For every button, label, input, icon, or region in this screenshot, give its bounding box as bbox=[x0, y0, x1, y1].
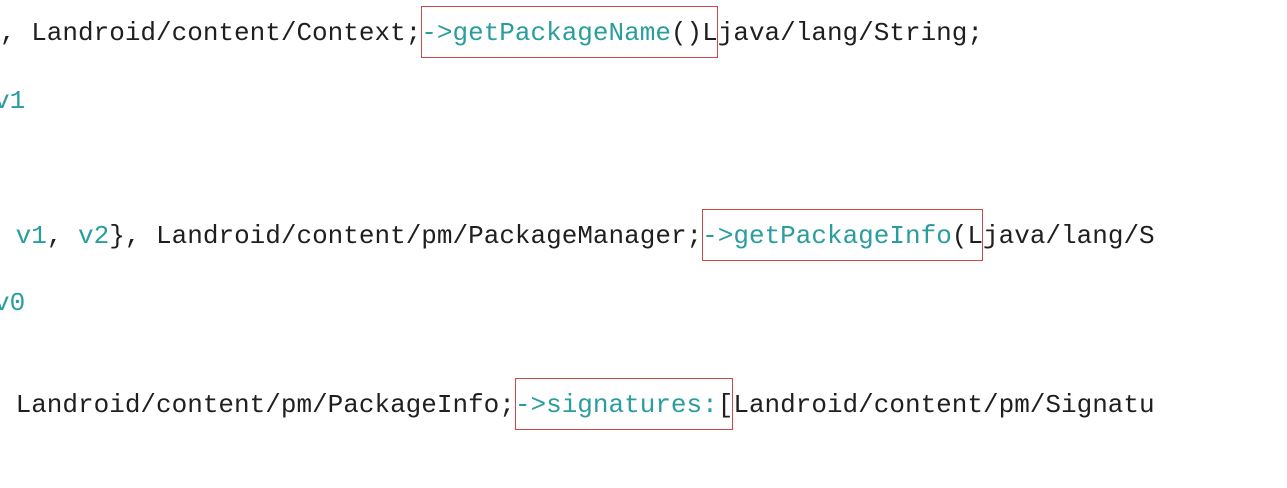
method-getpackageinfo: ->getPackageInfo bbox=[702, 221, 952, 251]
highlight-getpackagename: ->getPackageName()L bbox=[421, 6, 719, 58]
code-line-iget-signatures: Landroid/content/pm/PackageInfo;->signat… bbox=[0, 378, 1155, 430]
code-param-type: java/lang/S bbox=[983, 221, 1155, 251]
highlight-getpackageinfo: ->getPackageInfo(L bbox=[702, 209, 984, 261]
field-signatures: ->signatures: bbox=[514, 390, 718, 420]
code-line-invoke-getpackagename: , Landroid/content/Context;->getPackageN… bbox=[0, 6, 983, 58]
code-return-type: java/lang/String; bbox=[717, 18, 983, 48]
register-v2: v2 bbox=[78, 221, 110, 251]
highlight-signatures: ->signatures:[ bbox=[514, 378, 734, 430]
code-type-packageinfo: Landroid/content/pm/PackageInfo; bbox=[0, 390, 515, 420]
code-line-move-result-v0: v0 bbox=[0, 288, 26, 318]
register-separator: , bbox=[46, 221, 79, 251]
method-signature-open: (L bbox=[951, 221, 984, 251]
code-line-invoke-getpackageinfo: v1, v2}, Landroid/content/pm/PackageMana… bbox=[0, 209, 1155, 261]
code-type-context: , Landroid/content/Context; bbox=[0, 18, 422, 48]
method-signature-open: ()L bbox=[670, 18, 718, 48]
register-v1: v1 bbox=[0, 221, 47, 251]
code-line-move-result-v1: v1 bbox=[0, 86, 26, 116]
code-type-packagemanager: }, Landroid/content/pm/PackageManager; bbox=[109, 221, 703, 251]
array-open: [ bbox=[717, 390, 734, 420]
method-getpackagename: ->getPackageName bbox=[421, 18, 671, 48]
code-type-signature: Landroid/content/pm/Signatu bbox=[733, 390, 1155, 420]
